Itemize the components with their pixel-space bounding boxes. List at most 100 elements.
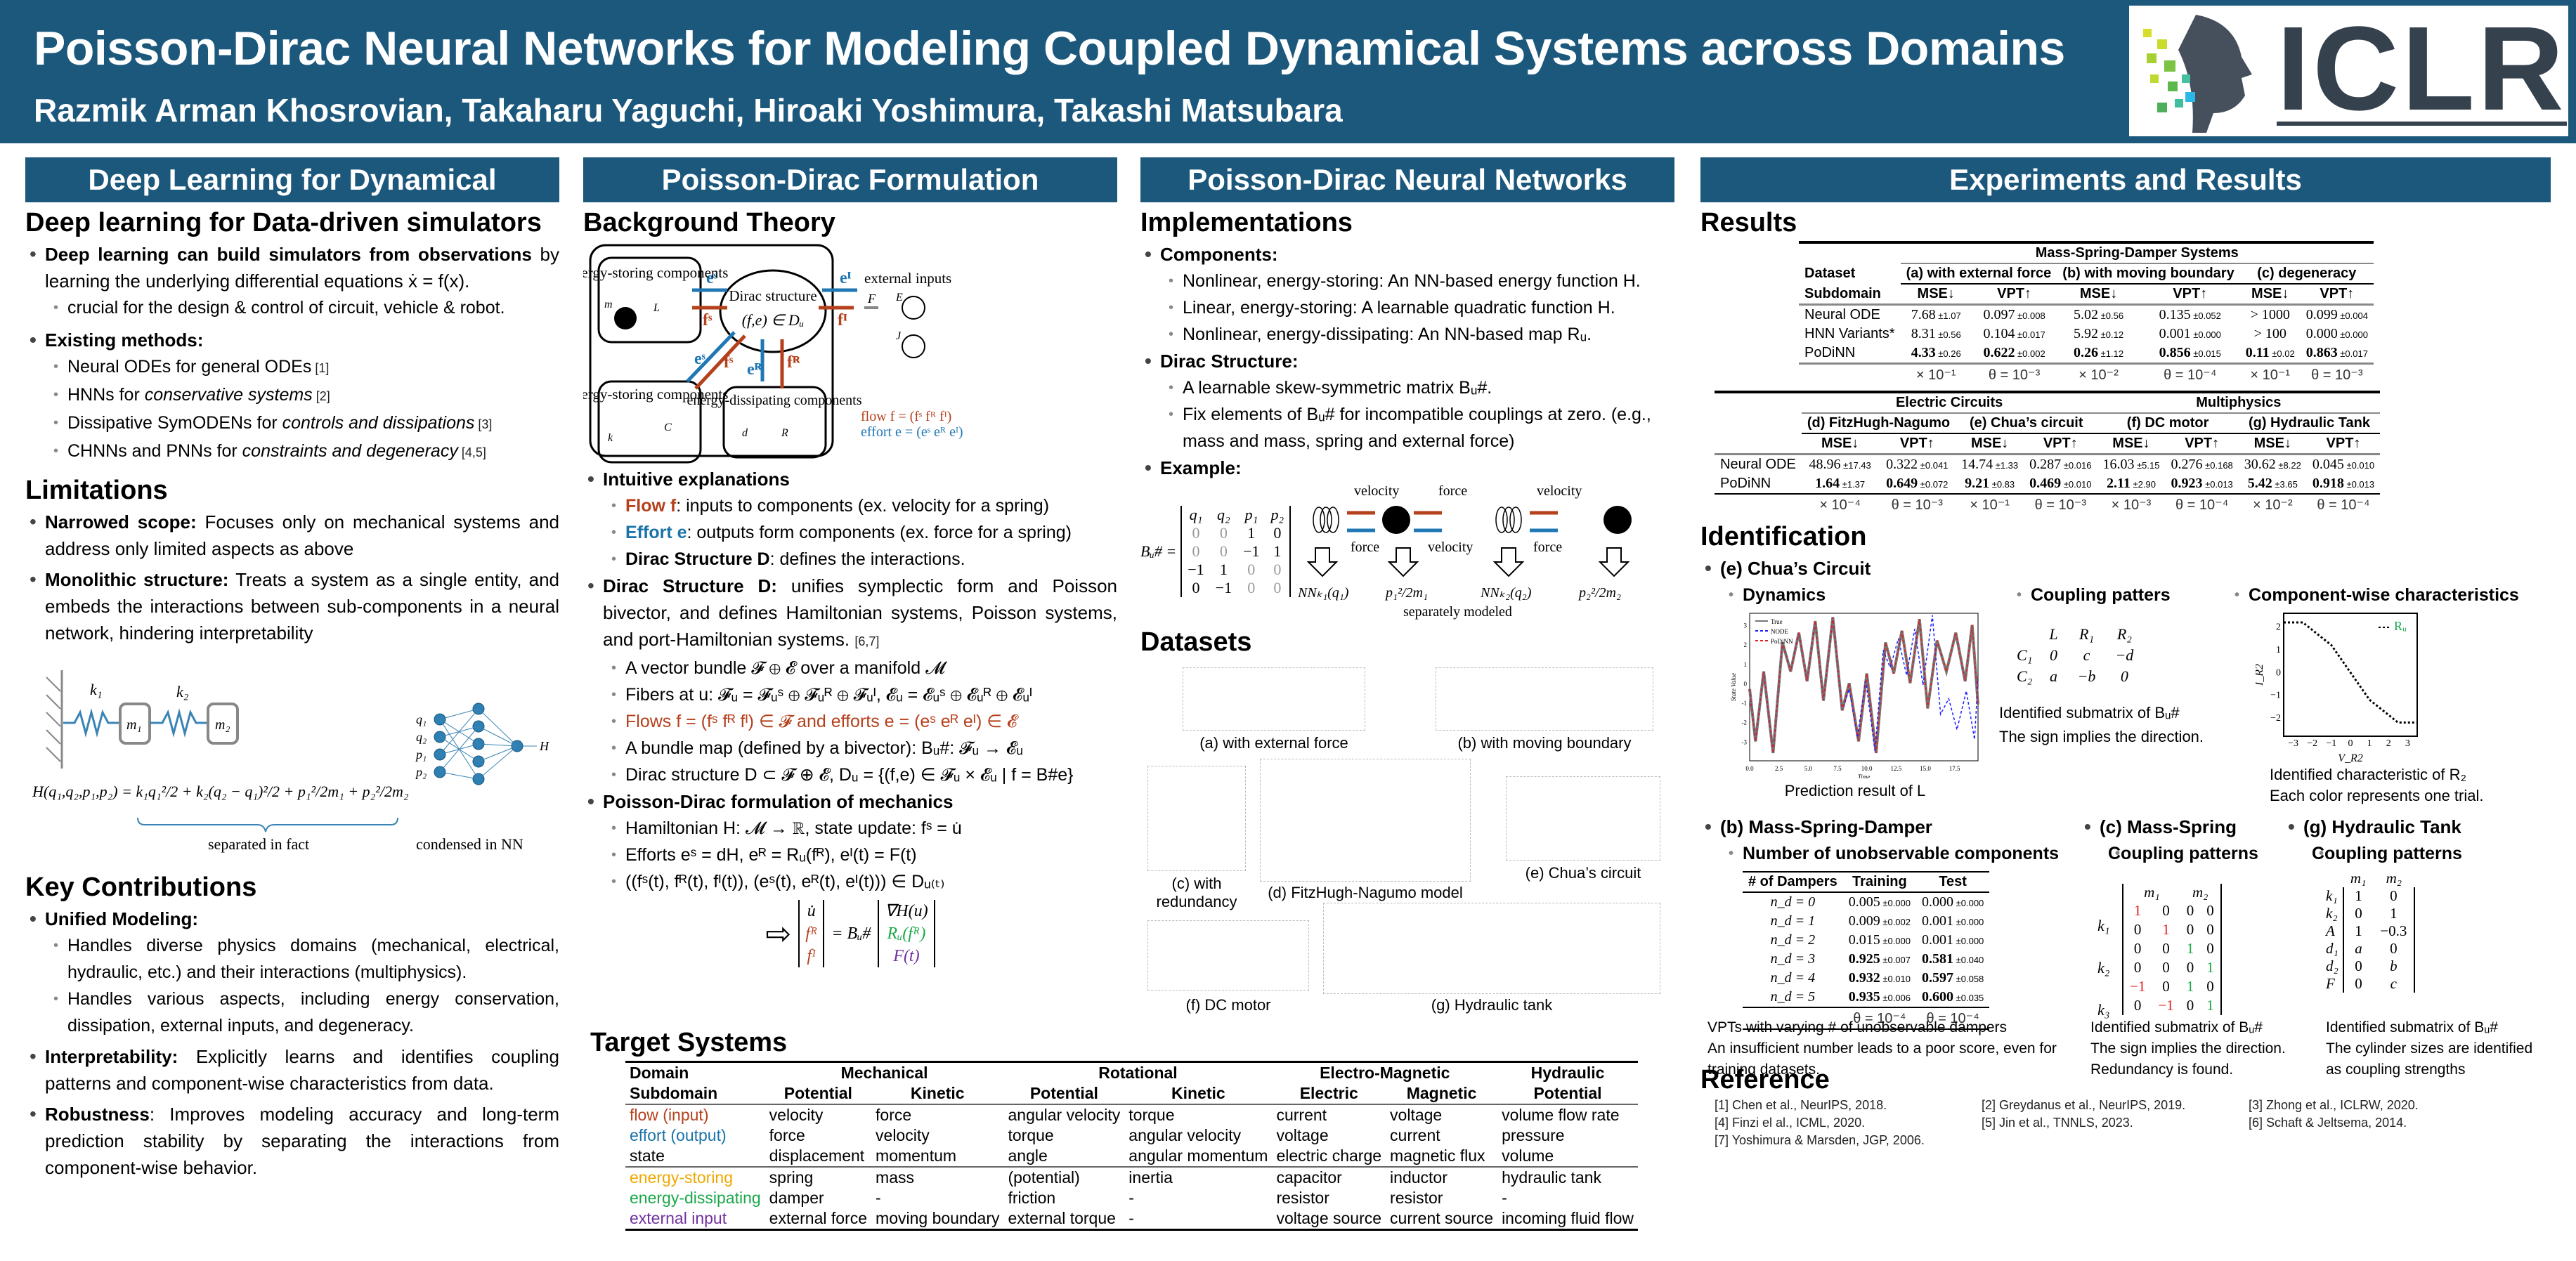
section-heading: Limitations [25,476,168,505]
current-source-icon [902,334,925,358]
table-cell: force [876,1106,912,1124]
section-heading: Deep learning for Data-driven simulators [25,208,542,237]
domain-header: Hydraulic [1530,1064,1605,1082]
result-cell: 0.005 ±0.000 [1848,894,1911,910]
section-heading: Implementations [1140,208,1353,237]
hamiltonian-equation: H(q₁,q₂,p₁,p₂) = k₁q₁²/2 + k₂(q₂ − q₁)²/… [32,783,409,800]
method-item: CHNNs and PNNs for constraints and degen… [25,438,559,466]
svg-text:J: J [896,330,902,342]
y-axis-label: I_R2 [2256,664,2265,686]
result-cell: 0.923 ±0.013 [2171,476,2233,491]
result-cell: 0.000 ±0.000 [1922,894,1984,910]
result-cell: 0.622 ±0.002 [1983,345,2045,360]
subdomain-header: Kinetic [910,1084,965,1102]
result-cell: 5.92 ±0.12 [2074,326,2124,341]
result-cell: 1.64 ±1.37 [1815,476,1866,491]
table-cell: angular velocity [1128,1126,1242,1144]
result-cell: 0.649 ±0.072 [1886,476,1949,491]
result-cell: 0.015 ±0.000 [1848,932,1911,948]
x-tick-label: −3 [2288,738,2298,749]
section-heading: Identification [1700,522,1867,551]
bullet: Dirac Structure D: unifies symplectic fo… [583,573,1117,655]
sub-bullet: Linear, energy-storing: A learnable quad… [1140,294,1674,321]
bullet: Robustness: Improves modeling accuracy a… [25,1101,559,1181]
result-cell: 0.001 ±0.000 [1922,913,1984,929]
sub-bullet: Dirac Structure D: defines the interacti… [583,546,1117,573]
svg-text:eˢ: eˢ [706,269,718,287]
table-cell: current [1276,1106,1327,1124]
result-cell: 0.26 ±1.12 [2074,345,2124,360]
result-cell: 0.135 ±0.052 [2159,307,2221,322]
dataset-figure-d [1260,759,1471,882]
iclr-wordmark: ICLR [2277,2,2567,136]
svg-text:velocity: velocity [1354,483,1399,499]
table-cell: velocity [769,1106,824,1124]
implies-arrow-icon: ⇨ [765,916,792,951]
result-cell: 0.045 ±0.010 [2312,457,2375,472]
column-results: Experiments and Results Results Mass-Spr… [1700,157,2551,1148]
x-tick-label: 15.0 [1920,765,1931,772]
plot-area [2283,613,2418,737]
section-banner: Experiments and Results [1700,157,2551,202]
y-tick-label: 1 [1744,661,1748,668]
result-cell: > 1000 [2250,307,2290,322]
y-tick-label: 1 [2276,645,2281,655]
result-cell: 0.099 ±0.004 [2305,307,2368,322]
result-cell: 0.581 ±0.040 [1922,951,1984,967]
result-cell: 0.009 ±0.002 [1848,913,1911,929]
svg-text:energy-storing components: energy-storing components [583,264,728,281]
domain-header: Domain [630,1064,689,1082]
table-cell: spring [769,1168,814,1187]
x-tick-label: −1 [2326,738,2336,749]
x-tick-label: −2 [2307,738,2317,749]
svg-text:eˢ: eˢ [694,350,706,368]
table-cell: current source [1390,1209,1494,1227]
sub-bullet: Flow f: inputs to components (ex. veloci… [583,492,1117,519]
sub-bullet: Efforts eˢ = dH, eᴿ = Rᵤ(fᴿ), eᴵ(t) = F(… [583,842,1117,868]
table-cell: velocity [876,1126,930,1144]
result-cell: 9.21 ±0.83 [1965,476,2015,491]
bullet: Dirac Structure: [1140,348,1674,374]
sub-bullet: Fix elements of Bᵤ# for incompatible cou… [1140,401,1674,455]
y-tick-label: −1 [2270,691,2281,701]
section-heading: Results [1700,208,1797,237]
table-cell: angular momentum [1128,1146,1268,1165]
table-cell: momentum [876,1146,957,1165]
x-tick-label: 12.5 [1890,765,1901,772]
svg-text:(f,e) ∈ Dᵤ: (f,e) ∈ Dᵤ [742,311,805,329]
sub-bullet: Effort e: outputs form components (ex. f… [583,519,1117,546]
result-cell: 0.097 ±0.008 [1983,307,2045,322]
row-label: state [630,1146,665,1165]
result-cell: 0.322 ±0.041 [1886,457,1949,472]
sub-bullet: Nonlinear, energy-storing: An NN-based e… [1140,268,1674,294]
result-cell: 0.287 ±0.016 [2029,457,2092,472]
bullet: Poisson-Dirac formulation of mechanics [583,788,1117,815]
x-tick-label: 3 [2405,738,2410,749]
result-cell: 0.11 ±0.02 [2245,345,2295,360]
result-cell: 5.42 ±3.65 [2247,476,2298,491]
spring-icon [1313,507,1522,533]
result-cell: 14.74 ±1.33 [1961,457,2019,472]
table-cell: inductor [1390,1168,1448,1187]
iclr-head-icon [2129,8,2270,134]
reference-item: [5] Jin et al., TNNLS, 2023. [1982,1116,2133,1130]
result-cell: 0.597 ±0.058 [1922,970,1984,986]
result-cell: 0.863 ±0.017 [2305,345,2368,360]
table-cell: capacitor [1276,1168,1342,1187]
svg-text:E: E [895,292,903,303]
result-cell: 48.96 ±17.43 [1809,457,1871,472]
x-tick-label: 2 [2386,738,2391,749]
domain-header: Rotational [1098,1064,1178,1082]
methods-list: Neural ODEs for general ODEs [1]HNNs for… [25,353,559,466]
subdomain-header: Kinetic [1171,1084,1225,1102]
